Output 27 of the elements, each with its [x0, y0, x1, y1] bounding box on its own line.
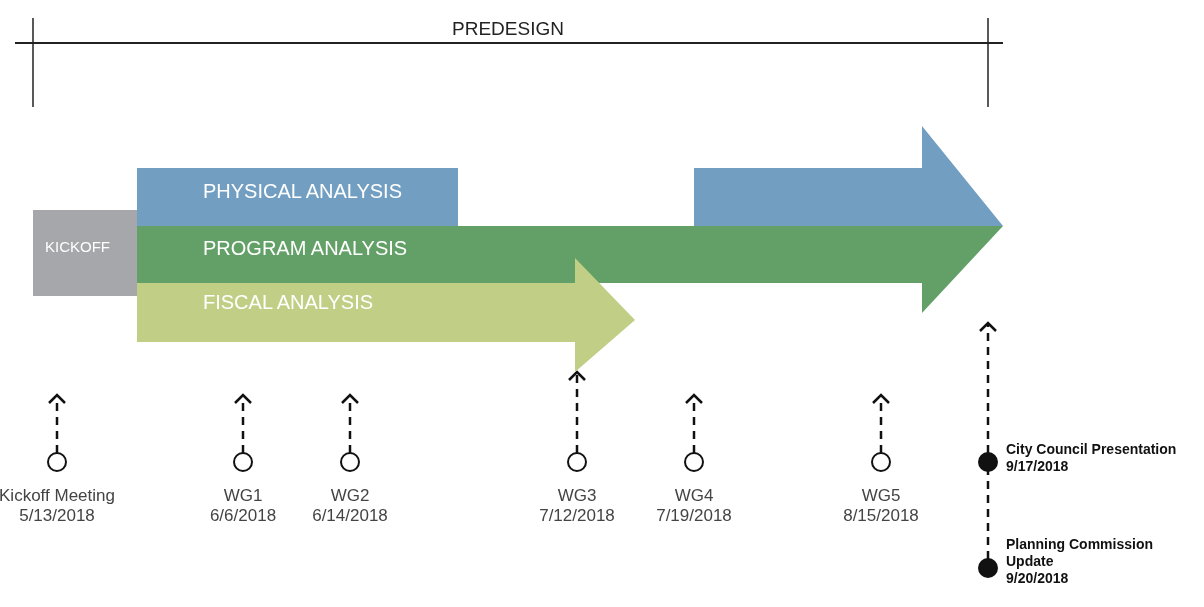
phase-label: PROGRAM ANALYSIS — [203, 238, 408, 258]
milestone-name: Planning Commission Update — [1006, 536, 1154, 570]
dashed-arrow — [233, 393, 253, 453]
milestone-date: 6/14/2018 — [311, 506, 389, 527]
milestone-name: Kickoff Meeting — [0, 486, 116, 507]
milestone-date: 9/17/2018 — [1006, 457, 1069, 475]
milestone-date: 8/15/2018 — [842, 506, 920, 527]
milestone-name: WG4 — [673, 486, 715, 507]
dashed-arrow — [871, 393, 891, 453]
dashed-arrow — [567, 370, 587, 453]
milestone-date: 7/19/2018 — [655, 506, 733, 527]
milestone-date: 7/12/2018 — [538, 506, 616, 527]
milestone-date: 6/6/2018 — [208, 506, 278, 527]
dashed-arrow — [684, 393, 704, 453]
dashed-arrow — [47, 393, 67, 453]
phase-label: FISCAL ANALYSIS — [203, 292, 374, 312]
milestone-name: City Council Presentation — [1006, 441, 1177, 458]
dashed-arrow — [340, 393, 360, 453]
milestone-name: WG3 — [556, 486, 598, 507]
milestone-date: 9/20/2018 — [1006, 569, 1069, 587]
milestone-name: WG2 — [329, 486, 371, 507]
phase-label: PHYSICAL ANALYSIS — [203, 181, 402, 201]
milestone-name: WG5 — [860, 486, 902, 507]
dashed-arrow — [978, 321, 998, 453]
milestone-date: 5/13/2018 — [18, 506, 96, 527]
phase-label: KICKOFF — [45, 238, 110, 254]
milestone-name: WG1 — [222, 486, 264, 507]
